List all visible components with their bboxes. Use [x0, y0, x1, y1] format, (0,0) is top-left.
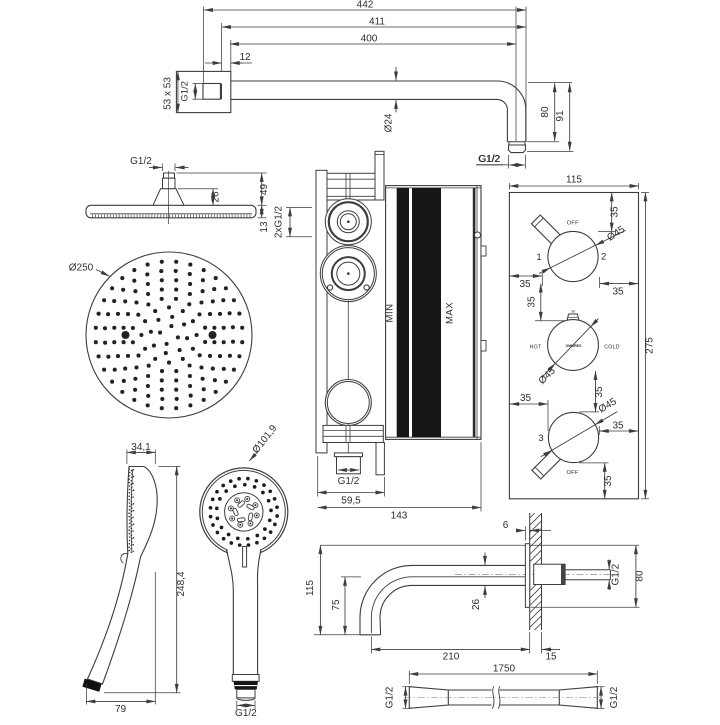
- svg-text:248,4: 248,4: [176, 571, 187, 596]
- svg-text:115: 115: [566, 175, 582, 186]
- svg-text:35: 35: [612, 287, 624, 298]
- svg-text:13: 13: [259, 221, 270, 233]
- svg-text:49: 49: [259, 184, 270, 196]
- svg-text:80: 80: [540, 106, 551, 118]
- svg-text:G1/2: G1/2: [235, 708, 257, 719]
- svg-text:35: 35: [519, 279, 531, 290]
- svg-text:210: 210: [443, 651, 460, 662]
- svg-text:275: 275: [645, 337, 656, 354]
- svg-text:2xG1/2: 2xG1/2: [274, 205, 285, 238]
- svg-text:91: 91: [555, 110, 566, 122]
- svg-text:15: 15: [545, 651, 557, 662]
- svg-text:MIN: MIN: [385, 304, 396, 323]
- svg-text:79: 79: [115, 704, 127, 715]
- svg-text:G1/2: G1/2: [609, 686, 620, 708]
- svg-text:OFF: OFF: [566, 470, 578, 476]
- svg-text:59,5: 59,5: [341, 496, 361, 507]
- svg-text:G1/2: G1/2: [338, 476, 360, 487]
- svg-text:G1/2: G1/2: [130, 156, 152, 167]
- svg-text:1750: 1750: [493, 663, 516, 674]
- svg-text:OFF: OFF: [567, 221, 579, 227]
- svg-text:1: 1: [536, 252, 541, 263]
- svg-text:2: 2: [601, 252, 606, 263]
- svg-text:53 x 53: 53 x 53: [163, 77, 174, 110]
- svg-text:OMNIRES: OMNIRES: [566, 344, 583, 348]
- svg-text:35: 35: [610, 206, 621, 218]
- svg-text:35: 35: [603, 475, 614, 487]
- svg-text:Ø24: Ø24: [384, 113, 395, 132]
- svg-text:75: 75: [331, 599, 342, 611]
- svg-text:35: 35: [612, 420, 624, 431]
- svg-text:35: 35: [594, 386, 605, 398]
- svg-text:G1/2: G1/2: [611, 563, 622, 585]
- svg-text:MAX: MAX: [445, 302, 456, 324]
- svg-text:34,1: 34,1: [131, 442, 151, 453]
- svg-text:G1/2: G1/2: [478, 154, 500, 165]
- svg-text:35: 35: [527, 296, 538, 308]
- svg-text:80: 80: [635, 570, 646, 582]
- svg-text:35: 35: [520, 393, 532, 404]
- svg-text:442: 442: [357, 0, 374, 11]
- svg-text:COLD: COLD: [604, 345, 620, 351]
- svg-text:HOT: HOT: [530, 345, 542, 351]
- svg-text:26: 26: [211, 191, 222, 203]
- svg-text:3: 3: [538, 433, 543, 444]
- svg-text:26: 26: [471, 599, 482, 611]
- svg-text:G1/2: G1/2: [385, 686, 396, 708]
- svg-text:Ø250: Ø250: [69, 263, 94, 274]
- svg-text:6: 6: [503, 520, 509, 531]
- svg-text:143: 143: [391, 511, 408, 522]
- svg-text:12: 12: [239, 52, 251, 63]
- svg-text:115: 115: [305, 580, 316, 596]
- svg-text:411: 411: [369, 17, 385, 28]
- svg-text:G1/2: G1/2: [479, 154, 501, 165]
- svg-text:400: 400: [361, 34, 378, 45]
- svg-text:G1/2: G1/2: [179, 81, 190, 102]
- svg-text:38: 38: [571, 310, 575, 314]
